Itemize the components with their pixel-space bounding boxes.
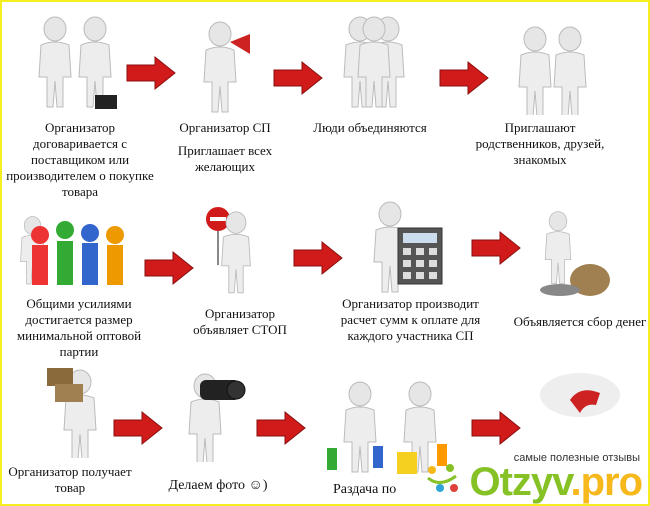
step-6-caption: Организатор объявляет СТОП [193,306,287,337]
step-11-caption: Раздача по [333,482,397,497]
arrow-icon [293,241,343,275]
step-5-caption: Общими усилиями достигается размер миним… [16,296,142,359]
camera-icon [188,373,246,462]
step-1-caption: Организатор договаривается с поставщиком… [6,120,154,199]
step-2-subcaption: Приглашает всех желающих [177,143,273,174]
arrow-icon [256,411,306,445]
step-9-caption: Организатор получает товар [8,464,132,495]
arrow-icon [471,231,521,265]
stop-sign-icon [206,207,251,294]
arrow-icon [471,411,521,445]
money-bag-icon [540,211,610,296]
handshake-icon [38,16,117,109]
step-8-caption: Объявляется сбор денег [513,314,647,329]
megaphone-icon [203,21,250,113]
step-2-caption: Организатор СП [179,120,271,135]
arrow-icon [113,411,163,445]
arrow-icon [144,251,194,285]
calculator-icon [373,201,443,293]
step-7-caption: Организатор производит расчет сумм к опл… [340,296,481,343]
step-4-caption: Приглашают родственников, друзей, знаком… [475,120,605,167]
people-icon [518,26,587,115]
group-icon [343,16,405,108]
brand-tld: .pro [570,460,643,504]
otzyv-watermark: самые полезные отзывы Otzyv.pro [420,452,648,504]
watermark-brand: Otzyv.pro [469,460,643,505]
step-3-caption: Люди объединяются [313,120,427,135]
step-10-caption: Делаем фото ☺) [168,478,268,493]
otzyv-logo-icon [427,464,458,492]
phone-icon [540,373,620,417]
arrow-icon [273,61,323,95]
brand-name: Otzyv [469,460,571,504]
crowd-icon [20,216,124,285]
shopping-bags-icon [327,381,447,474]
arrow-icon [439,61,489,95]
arrow-icon [126,56,176,90]
boxes-icon [47,368,97,458]
watermark-subtitle: самые полезные отзывы [513,452,640,464]
